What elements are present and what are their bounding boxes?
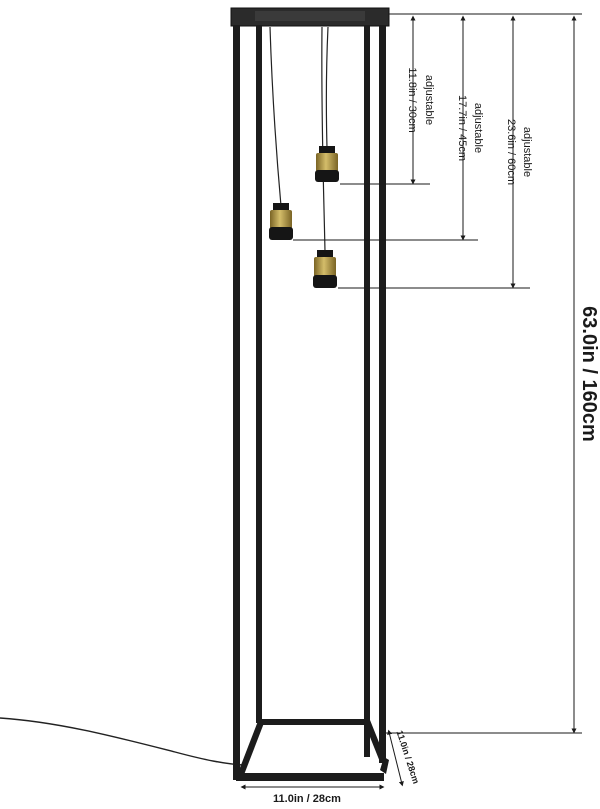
cord2-value-label: 17.7in / 45cm: [456, 95, 468, 161]
width-label: 11.0in / 28cm: [273, 793, 341, 805]
depth-label: 11.0in / 28cm: [395, 729, 422, 785]
depth-arrow: [387, 729, 404, 787]
power-cord: [0, 717, 245, 766]
cord2-adjustable-label: adjustable: [472, 103, 484, 153]
cord3-adjustable-label: adjustable: [521, 127, 533, 177]
height-label: 63.0in / 160cm: [578, 306, 600, 442]
cord1-value-label: 11.8in / 30cm: [406, 67, 418, 132]
socket-1: [315, 146, 339, 182]
cord1-adjustable-label: adjustable: [423, 75, 435, 125]
socket-3: [313, 250, 337, 288]
socket-2: [269, 203, 293, 240]
lamp-frame: [233, 25, 389, 781]
cord3-value-label: 23.6in / 60cm: [505, 119, 517, 185]
